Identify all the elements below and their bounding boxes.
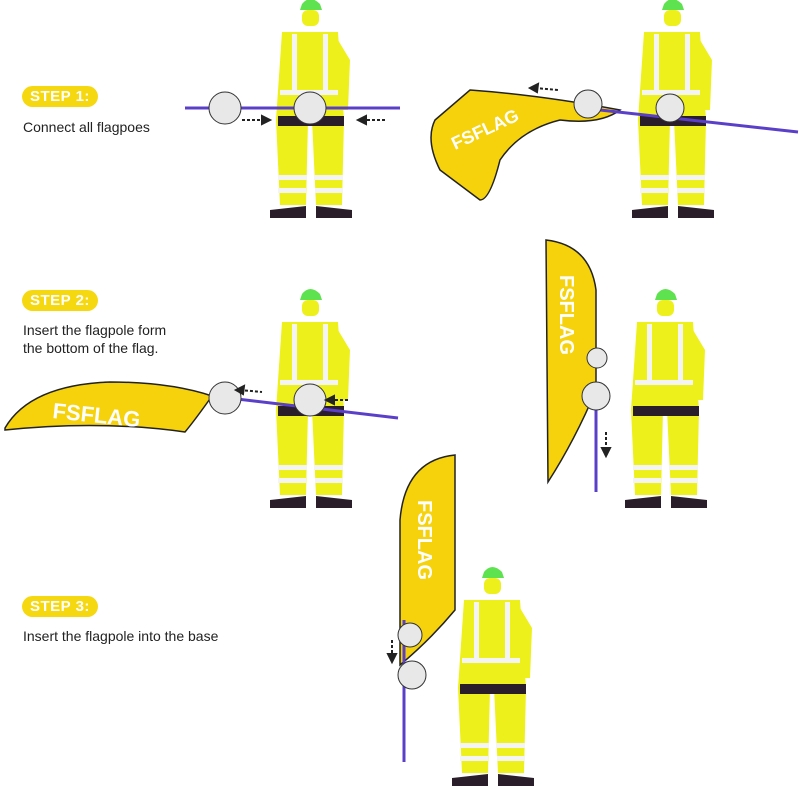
step-3-text: Insert the flagpole into the base [23, 628, 219, 644]
worker-5 [452, 567, 534, 786]
step-2-badge: STEP 2: [22, 290, 98, 311]
flag-step3-vertical [399, 454, 456, 667]
flagpole-2 [599, 108, 799, 134]
flag-label-4: FSFLAG [413, 500, 435, 580]
helmet-icon [662, 0, 684, 10]
arrows [233, 82, 612, 665]
helmet-icon [300, 0, 322, 10]
worker-4 [625, 289, 707, 508]
hands [208, 89, 685, 690]
step-2-text-line2: the bottom of the flag. [23, 340, 159, 356]
step-1-text: Connect all flagpoes [23, 119, 150, 135]
flag-step1 [430, 89, 622, 201]
step-2-text-line1: Insert the flagpole form [23, 322, 167, 338]
helmet-icon [300, 289, 322, 300]
helmet-icon [655, 289, 677, 300]
flag-label-3: FSFLAG [555, 275, 577, 355]
step-1-badge: STEP 1: [22, 86, 98, 107]
step-3-badge: STEP 3: [22, 596, 98, 617]
helmet-icon [482, 567, 504, 578]
worker-3 [270, 289, 352, 508]
